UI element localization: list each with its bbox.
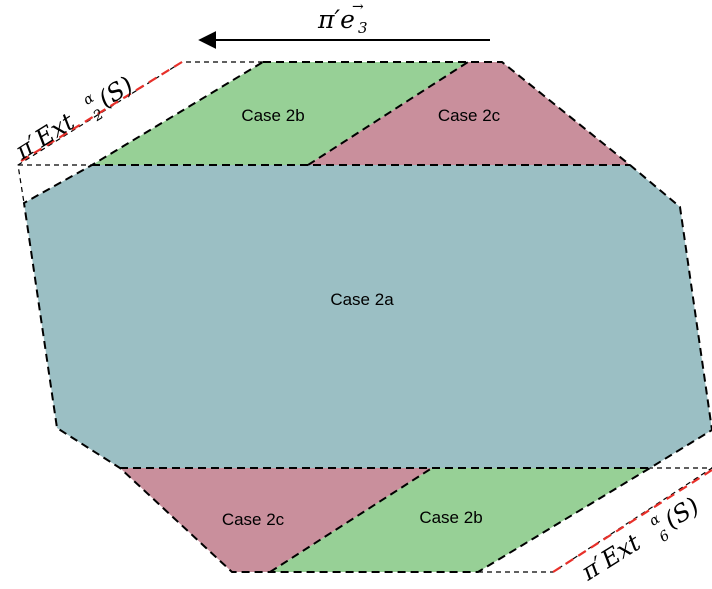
case-2b-top-label: Case 2b <box>241 106 304 125</box>
svg-text:π′Ext: π′Ext <box>9 107 79 165</box>
top-left-extension <box>17 61 263 204</box>
ext-right-red-line <box>552 469 712 573</box>
svg-text:(S): (S) <box>93 71 138 113</box>
bottom-diagonal <box>269 467 433 573</box>
case-2b-bottom-label: Case 2b <box>419 508 482 527</box>
case-2b-bottom-region <box>270 468 650 572</box>
svg-text:3: 3 <box>358 19 368 37</box>
case-2a-label: Case 2a <box>330 290 394 309</box>
case-2a-region <box>24 165 712 468</box>
svg-text:π′Ext: π′Ext <box>575 528 645 586</box>
ext-right-label: π′Ext α 6 (S) <box>575 492 704 587</box>
svg-text:π′e: π′e <box>317 5 355 34</box>
case-2c-top-label: Case 2c <box>438 106 501 125</box>
case-2c-bottom-label: Case 2c <box>222 510 285 529</box>
case-2c-top-region <box>308 62 630 165</box>
case-2c-bottom-region <box>120 468 432 572</box>
direction-label: π′e 3 → <box>317 0 368 37</box>
ext-left-red-line <box>17 61 183 164</box>
svg-text:6: 6 <box>657 527 673 545</box>
case-2b-top-region <box>92 62 468 165</box>
bottom-right-extension <box>478 467 712 573</box>
top-diagonal <box>307 61 469 166</box>
svg-text:→: → <box>352 0 364 15</box>
